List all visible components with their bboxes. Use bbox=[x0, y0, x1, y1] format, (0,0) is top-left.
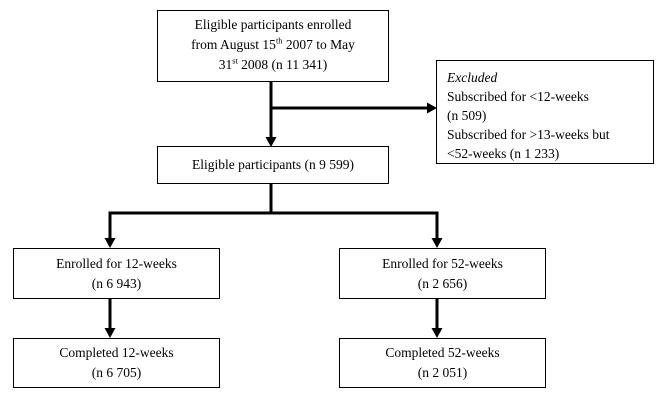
excluded-line4: <52-weeks (n 1 233) bbox=[447, 146, 560, 161]
enrolled-12-line2: (n 6 943) bbox=[91, 275, 142, 291]
enrolled-12-line1: Enrolled for 12-weeks bbox=[56, 255, 177, 271]
completed-12-line2: (n 6 705) bbox=[91, 365, 142, 380]
box-enrolled-12-weeks: Enrolled for 12-weeks (n 6 943) bbox=[13, 248, 220, 299]
box-excluded: Excluded Subscribed for <12-weeks (n 509… bbox=[436, 60, 654, 164]
enrolled-52-line1: Enrolled for 52-weeks bbox=[382, 255, 503, 271]
excluded-line2: (n 509) bbox=[447, 108, 487, 123]
box-enrolled-52-weeks: Enrolled for 52-weeks (n 2 656) bbox=[339, 248, 546, 299]
enrolled-total-line3: 31st 2008 (n 11 341) bbox=[218, 56, 328, 72]
box-completed-52-weeks: Completed 52-weeks (n 2 051) bbox=[339, 338, 546, 388]
arrow-to-excluded bbox=[269, 102, 437, 114]
arrow-enrolled-12-to-completed-12 bbox=[104, 299, 116, 338]
arrow-enrolled-52-to-completed-52 bbox=[431, 299, 443, 338]
eligible-line1: Eligible participants (n 9 599) bbox=[192, 157, 354, 172]
arrow-split-to-enrolled-52 bbox=[431, 211, 443, 248]
completed-12-line1: Completed 12-weeks bbox=[59, 345, 174, 360]
completed-52-line1: Completed 52-weeks bbox=[385, 345, 500, 360]
ordinal-superscript: st bbox=[232, 56, 238, 66]
enrolled-total-line2: from August 15th 2007 to May bbox=[191, 36, 355, 52]
arrow-split-to-enrolled-12 bbox=[104, 211, 116, 248]
enrolled-52-line2: (n 2 656) bbox=[417, 275, 468, 291]
arrow-top-to-eligible bbox=[265, 82, 277, 147]
box-completed-12-weeks: Completed 12-weeks (n 6 705) bbox=[13, 338, 220, 388]
box-eligible: Eligible participants (n 9 599) bbox=[157, 146, 389, 184]
excluded-line1: Subscribed for <12-weeks bbox=[447, 89, 589, 104]
excluded-title: Excluded bbox=[447, 70, 498, 85]
ordinal-superscript: th bbox=[275, 36, 283, 46]
box-enrolled-total: Eligible participants enrolled from Augu… bbox=[157, 10, 389, 82]
completed-52-line2: (n 2 051) bbox=[417, 365, 468, 380]
excluded-line3: Subscribed for >13-weeks but bbox=[447, 127, 610, 142]
enrolled-total-line1: Eligible participants enrolled bbox=[194, 17, 352, 32]
